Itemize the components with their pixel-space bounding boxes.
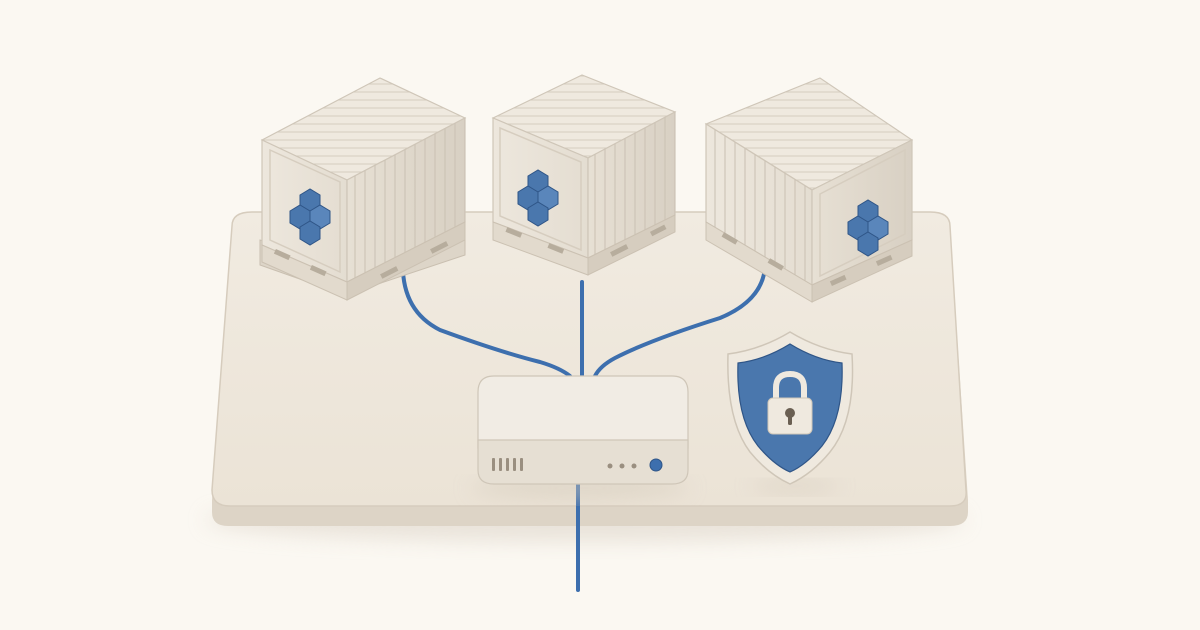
vent-grille [492, 458, 523, 471]
cubes-icon [289, 188, 331, 246]
container-middle [491, 74, 677, 276]
status-light [649, 458, 663, 472]
network-switch [470, 375, 690, 498]
cubes-icon [847, 199, 889, 257]
indicator-dot [619, 463, 625, 469]
container-left [259, 77, 467, 301]
cable-left [400, 256, 572, 378]
padlock-icon [767, 370, 813, 435]
cable-right [593, 256, 768, 378]
shield-lock [727, 331, 854, 492]
indicator-dot [631, 463, 637, 469]
indicator-dot [607, 463, 613, 469]
container-right [704, 77, 914, 303]
network-cables [400, 256, 768, 592]
cubes-icon [517, 169, 559, 227]
